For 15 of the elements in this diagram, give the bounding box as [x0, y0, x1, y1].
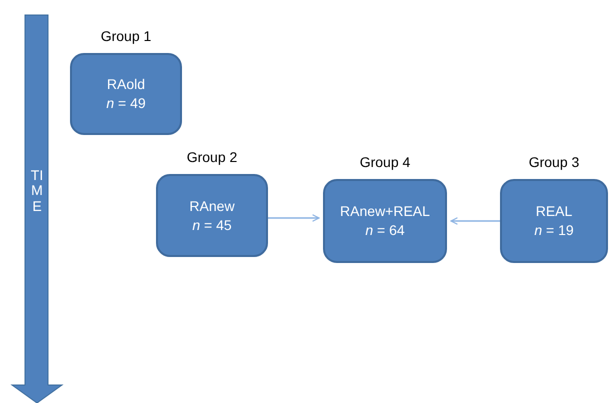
group-name: RAold — [106, 75, 146, 94]
group-name: RAnew+REAL — [340, 202, 430, 221]
group-heading: Group 4 — [358, 154, 412, 170]
group-name: RAnew — [189, 196, 235, 216]
group-heading: Group 2 — [186, 149, 238, 165]
axis-label: TIME — [30, 168, 44, 214]
sample-size: n = 45 — [192, 216, 232, 234]
group-heading: Group 1 — [100, 28, 152, 44]
sample-size: n = 64 — [365, 221, 405, 240]
group-name: REAL — [536, 202, 572, 221]
arrow — [268, 214, 320, 222]
sample-size: n = 19 — [534, 221, 574, 240]
group-heading: Group 3 — [528, 154, 580, 170]
sample-size: n = 49 — [106, 94, 146, 113]
arrow — [450, 217, 500, 225]
